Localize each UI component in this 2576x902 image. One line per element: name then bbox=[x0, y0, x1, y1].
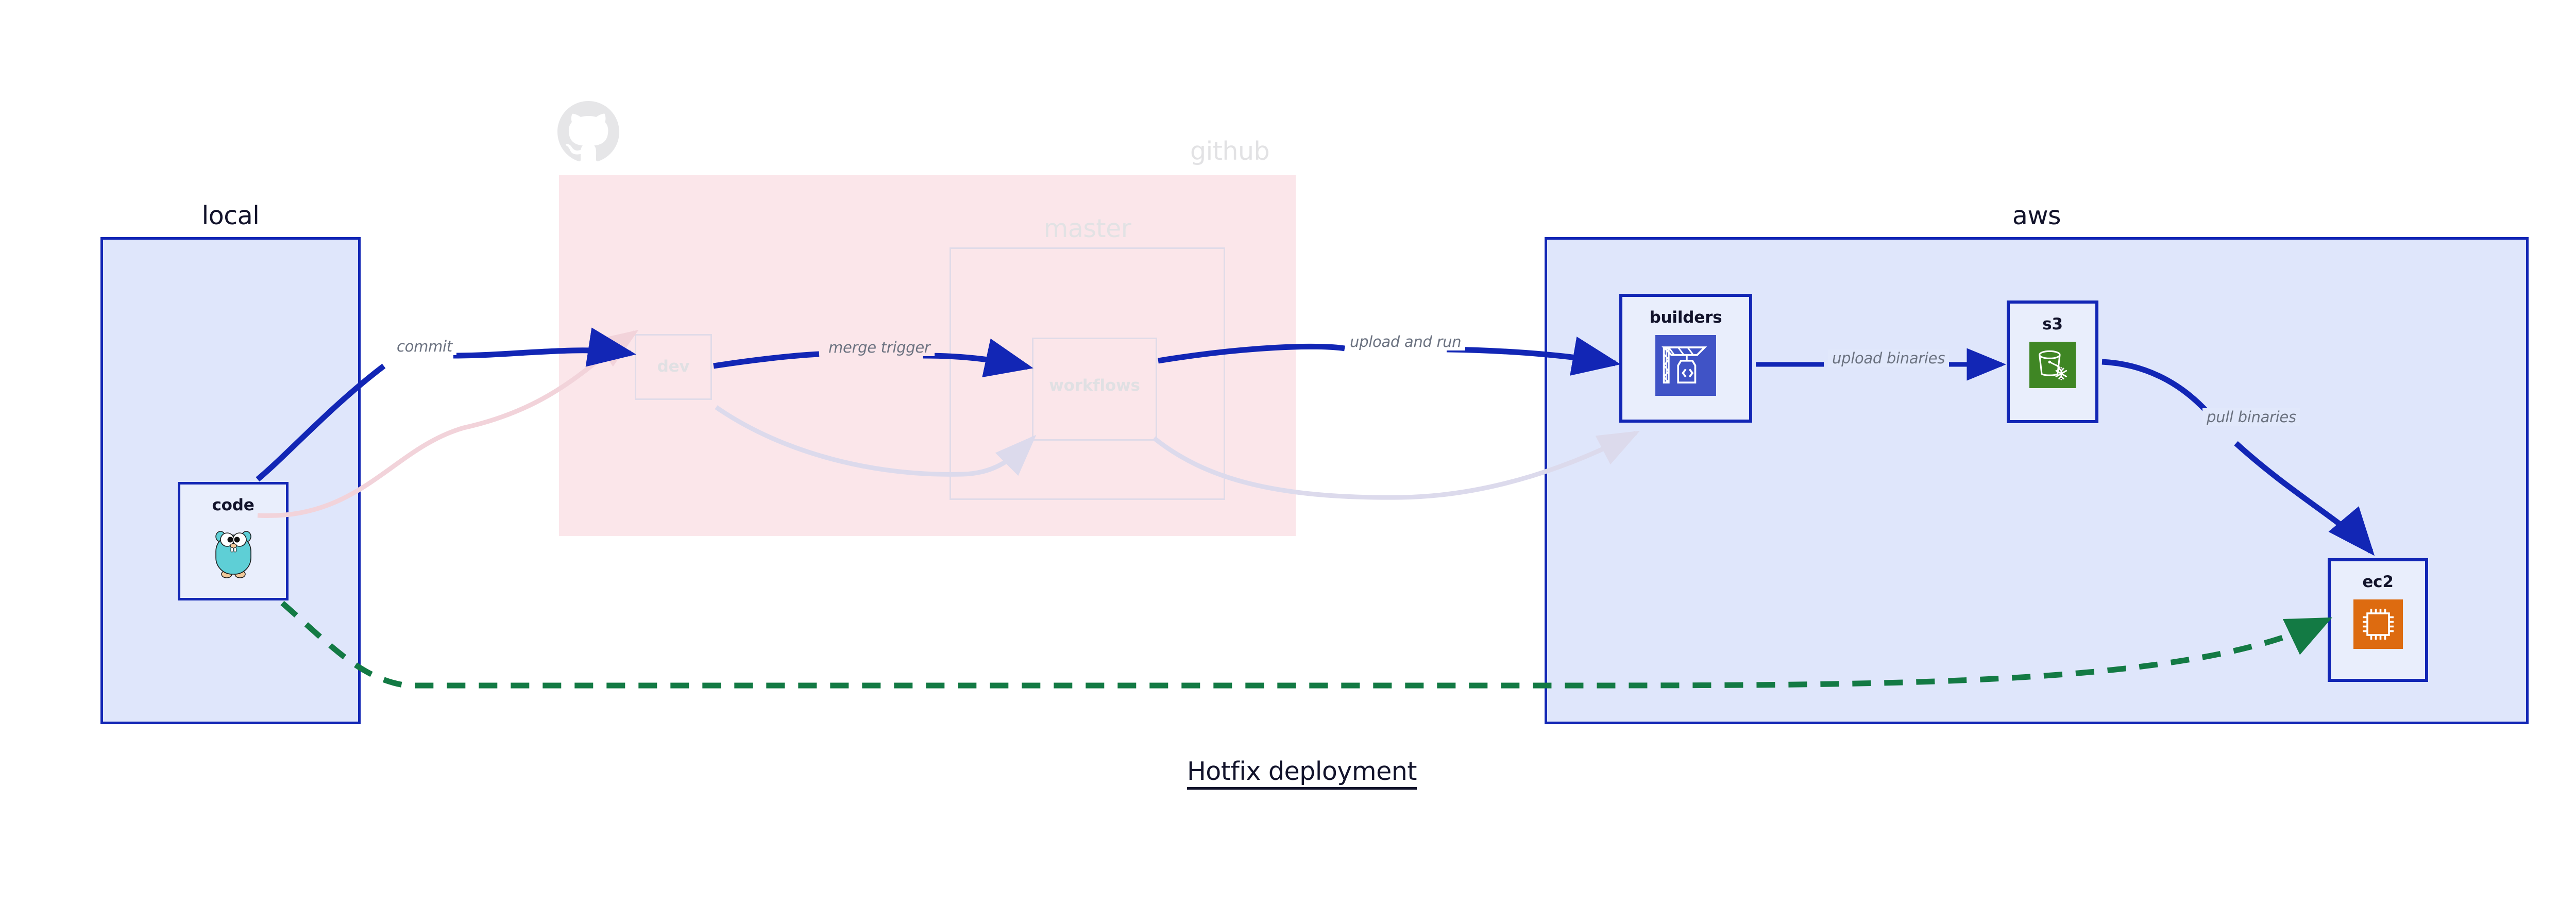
group-local-label: local bbox=[201, 201, 260, 230]
node-code-label: code bbox=[212, 496, 255, 514]
edge-commit bbox=[256, 363, 386, 482]
page-title: Hotfix deployment bbox=[0, 757, 2576, 790]
edge-commit-tail bbox=[453, 327, 636, 367]
node-ec2[interactable]: ec2 bbox=[2328, 558, 2428, 682]
node-dev[interactable]: dev bbox=[635, 334, 712, 400]
edge-upload-and-run-tail bbox=[1446, 336, 1621, 376]
faded-edge-workflows-to-builders bbox=[1153, 430, 1640, 500]
node-dev-label: dev bbox=[657, 357, 690, 376]
edge-pull-binaries bbox=[2102, 359, 2210, 414]
edge-label-upload-and-run: upload and run bbox=[1346, 333, 1466, 350]
go-gopher-icon bbox=[210, 523, 257, 581]
group-master bbox=[950, 247, 1225, 500]
edge-label-merge-trigger: merge trigger bbox=[824, 339, 935, 356]
group-master-label: master bbox=[1043, 214, 1131, 243]
edge-merge-trigger-tail bbox=[923, 338, 1033, 378]
edge-label-commit: commit bbox=[393, 338, 456, 355]
node-code[interactable]: code bbox=[178, 482, 289, 600]
node-builders[interactable]: builders bbox=[1619, 294, 1752, 423]
group-github-label: github bbox=[1190, 137, 1270, 166]
node-workflows-label: workflows bbox=[1049, 376, 1140, 395]
edge-hotfix-direct bbox=[280, 600, 2332, 689]
edge-label-pull-binaries: pull binaries bbox=[2202, 408, 2300, 426]
node-s3-label: s3 bbox=[2042, 315, 2063, 333]
edge-upload-and-run bbox=[1158, 343, 1345, 364]
github-octocat-icon bbox=[557, 101, 619, 165]
aws-codebuild-icon bbox=[1655, 335, 1716, 398]
faded-edge-dev-to-workflows bbox=[715, 405, 1037, 477]
node-workflows[interactable]: workflows bbox=[1032, 338, 1157, 441]
edge-pull-binaries-tail bbox=[2234, 441, 2375, 556]
edge-label-upload-binaries: upload binaries bbox=[1828, 349, 1950, 367]
edge-merge-trigger bbox=[713, 351, 820, 369]
node-ec2-label: ec2 bbox=[2362, 573, 2394, 591]
group-local bbox=[100, 237, 361, 724]
group-aws-label: aws bbox=[2012, 201, 2061, 230]
node-builders-label: builders bbox=[1649, 308, 1722, 327]
page-title-text: Hotfix deployment bbox=[1187, 757, 1417, 790]
aws-ec2-icon bbox=[2353, 599, 2403, 651]
node-s3[interactable]: s3 bbox=[2007, 300, 2098, 423]
aws-s3-glacier-icon bbox=[2029, 342, 2076, 390]
